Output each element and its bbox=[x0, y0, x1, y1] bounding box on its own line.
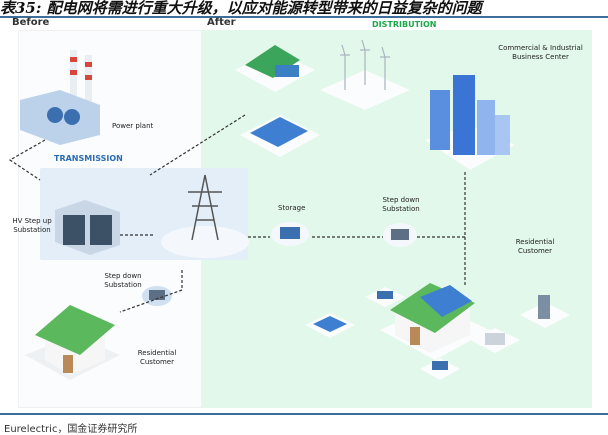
step-down-right-icon bbox=[383, 223, 417, 247]
step-down-left-icon bbox=[142, 286, 172, 306]
home-battery-icon bbox=[420, 358, 460, 380]
solar-farm-icon bbox=[240, 115, 320, 157]
step-down-right-label: Step down Substation bbox=[382, 196, 420, 213]
hydro-dam-icon bbox=[235, 45, 315, 92]
step-down-left-label: Step down Substation bbox=[104, 272, 142, 289]
power-plant-label: Power plant bbox=[112, 122, 154, 130]
hv-substation-label: HV Step up Substation bbox=[12, 217, 52, 234]
ev-charger-icon bbox=[520, 295, 570, 328]
transmission-tower-icon bbox=[161, 174, 249, 258]
wind-turbines-icon bbox=[320, 39, 410, 110]
commercial-label: Commercial & Industrial Business Center bbox=[498, 44, 583, 61]
before-header: Before bbox=[12, 17, 50, 28]
residential-house-right-icon bbox=[380, 283, 490, 360]
hv-substation-icon bbox=[55, 200, 120, 255]
heat-pump-icon bbox=[470, 328, 520, 353]
residential-house-left-icon bbox=[25, 305, 120, 380]
power-plant-icon bbox=[20, 50, 100, 145]
storage-label: Storage bbox=[278, 204, 306, 212]
after-header: After bbox=[207, 17, 236, 28]
home-solar-panel-icon bbox=[305, 313, 355, 338]
source-footer: Eurelectric，国金证券研究所 bbox=[4, 424, 138, 435]
distribution-header: DISTRIBUTION bbox=[372, 20, 437, 29]
smart-meter-icon bbox=[365, 287, 405, 307]
commercial-buildings-icon bbox=[425, 75, 515, 170]
residential-right-label: Residential Customer bbox=[515, 238, 555, 255]
residential-left-label: Residential Customer bbox=[137, 349, 177, 366]
bottom-rule bbox=[0, 413, 608, 415]
figure-title: 表35: 配电网将需进行重大升级，以应对能源转型带来的日益复杂的问题 bbox=[0, 0, 482, 17]
transmission-label: TRANSMISSION bbox=[54, 154, 123, 163]
top-rule bbox=[0, 16, 608, 18]
storage-icon bbox=[271, 222, 309, 246]
